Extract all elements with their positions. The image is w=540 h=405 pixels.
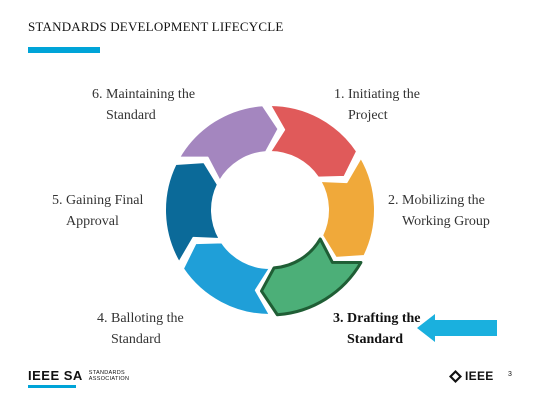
step-3-label: 3. Drafting the Standard (333, 311, 421, 347)
ieee-logo: IEEE (449, 369, 494, 383)
ieee-diamond-icon (449, 369, 462, 383)
cycle-segment-2 (319, 156, 376, 259)
cycle-segment-4 (181, 241, 271, 316)
step-6-label: 6. Maintaining the Standard (92, 87, 196, 123)
current-step-pointer-arrow (417, 314, 497, 342)
cycle-segment-6 (178, 104, 280, 182)
slide-title: STANDARDS DEVELOPMENT LIFECYCLE (28, 19, 284, 34)
brand-text: IEEE SA (28, 368, 83, 383)
cycle-segment-1 (269, 104, 359, 179)
cycle-segment-3 (259, 237, 363, 317)
footer-accent-bar (28, 385, 76, 388)
step-4-label: 4. Balloting the Standard (97, 311, 184, 347)
step-5-label: 5. Gaining Final Approval (52, 193, 144, 229)
page-number: 3 (508, 371, 512, 378)
ieee-sa-logo: IEEE SA STANDARDS ASSOCIATION (28, 368, 129, 383)
step-1-label: 1. Initiating the Project (334, 87, 420, 123)
assoc-text: STANDARDS ASSOCIATION (88, 369, 130, 382)
cycle-segment-5 (164, 161, 221, 264)
step-2-label: 2. Mobilizing the Working Group (388, 193, 490, 229)
title-accent-bar (28, 47, 100, 53)
